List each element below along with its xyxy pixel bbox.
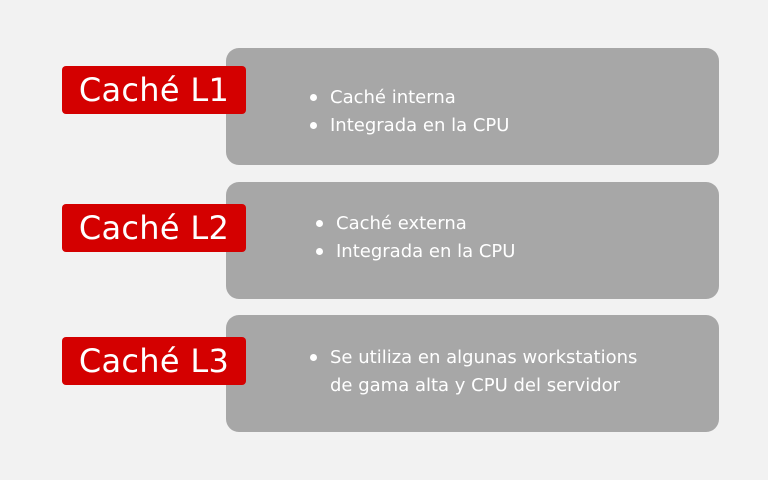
bullet-dot-icon <box>316 220 323 227</box>
bullet-text: Caché interna <box>330 87 456 108</box>
list-item: Caché interna <box>310 84 509 112</box>
list-item: Se utiliza en algunas workstations <box>310 344 637 372</box>
cache-l2-bullet-list: Caché externa Integrada en la CPU <box>316 210 515 266</box>
cache-l2-panel <box>226 182 719 299</box>
list-item: Integrada en la CPU <box>310 112 509 140</box>
cache-l1-bullet-list: Caché interna Integrada en la CPU <box>310 84 509 140</box>
cache-l1-label: Caché L1 <box>62 66 246 114</box>
bullet-dot-icon <box>316 248 323 255</box>
list-item: de gama alta y CPU del servidor <box>310 372 637 400</box>
cache-l3-panel <box>226 315 719 432</box>
bullet-text: Caché externa <box>336 213 467 234</box>
cache-l3-label: Caché L3 <box>62 337 246 385</box>
bullet-text: Se utiliza en algunas workstations <box>330 347 638 368</box>
list-item: Caché externa <box>316 210 515 238</box>
bullet-dot-icon <box>310 354 317 361</box>
bullet-text: Integrada en la CPU <box>330 115 510 136</box>
list-item: Integrada en la CPU <box>316 238 515 266</box>
cache-l2-label: Caché L2 <box>62 204 246 252</box>
bullet-text-continuation: de gama alta y CPU del servidor <box>330 375 621 396</box>
cache-l3-bullet-list: Se utiliza en algunas workstations de ga… <box>310 344 637 400</box>
cache-l1-panel <box>226 48 719 165</box>
bullet-dot-icon <box>310 122 317 129</box>
bullet-dot-icon <box>310 94 317 101</box>
bullet-text: Integrada en la CPU <box>336 241 516 262</box>
